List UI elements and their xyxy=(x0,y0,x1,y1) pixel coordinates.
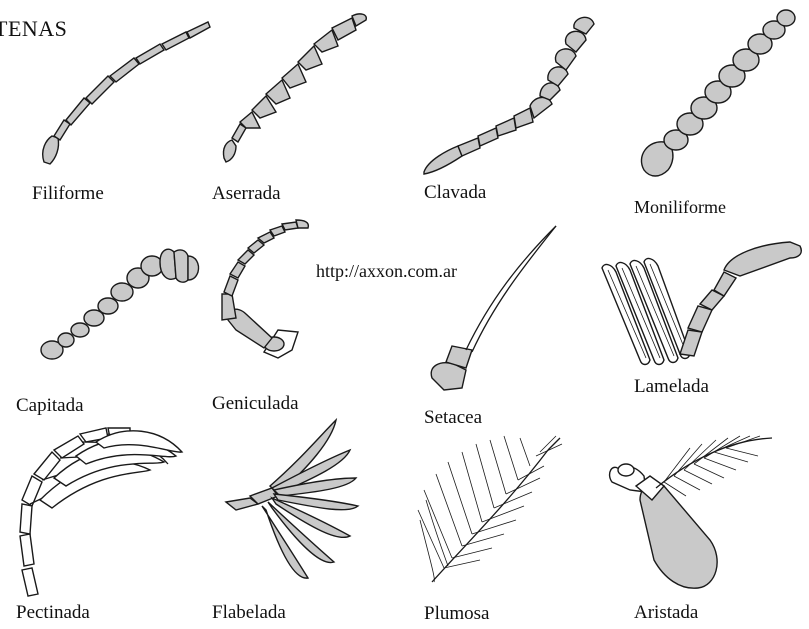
flabelada-label: Flabelada xyxy=(212,603,286,622)
setacea-illustration xyxy=(431,226,556,390)
geniculada-illustration xyxy=(222,220,308,358)
aristada-label: Aristada xyxy=(634,603,698,622)
filiforme-illustration xyxy=(43,22,210,164)
plumosa-illustration xyxy=(418,436,562,582)
capitada-illustration xyxy=(41,249,199,359)
aserrada-label: Aserrada xyxy=(212,184,281,203)
clavada-label: Clavada xyxy=(424,183,486,202)
aristada-illustration xyxy=(610,436,772,588)
flabelada-illustration xyxy=(226,420,358,578)
moniliforme-illustration xyxy=(641,10,795,176)
capitada-label: Capitada xyxy=(16,396,84,415)
plumosa-label: Plumosa xyxy=(424,604,489,623)
clavada-illustration xyxy=(424,17,594,174)
pectinada-label: Pectinada xyxy=(16,603,90,622)
filiforme-label: Filiforme xyxy=(32,184,104,203)
lamelada-illustration xyxy=(602,242,801,365)
aserrada-illustration xyxy=(223,14,366,162)
setacea-label: Setacea xyxy=(424,408,482,427)
geniculada-label: Geniculada xyxy=(212,394,299,413)
lamelada-label: Lamelada xyxy=(634,377,709,396)
pectinada-illustration xyxy=(20,428,182,596)
moniliforme-label: Moniliforme xyxy=(634,198,726,216)
